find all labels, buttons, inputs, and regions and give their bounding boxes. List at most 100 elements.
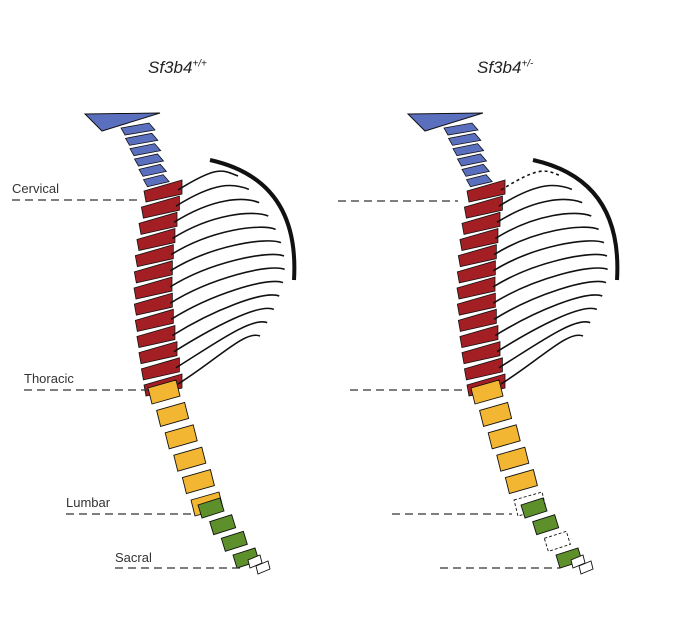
rib [171,294,280,337]
rib [170,280,284,321]
lumbar-vertebra [479,401,513,427]
mutant-title: Sf3b4+/- [477,58,533,78]
thoracic-vertebra [136,227,176,251]
thoracic-vertebra [457,244,497,268]
rib [169,267,285,304]
rib [498,184,573,207]
cervical-vertebra [124,132,159,146]
rib [494,294,603,337]
rib [177,334,261,385]
thoracic-vertebra [456,276,496,300]
rib [492,267,608,304]
label-sacral: Sacral [115,550,152,565]
cervical-vertebra [120,122,156,136]
wildtype-title: Sf3b4+/+ [148,58,207,78]
thoracic-vertebra [136,324,176,348]
rib [493,226,599,256]
cervical-vertebra [138,163,168,177]
skull [406,112,484,132]
lumbar-vertebra [487,424,521,450]
thoracic-vertebra [459,324,499,348]
rib [492,253,608,288]
wildtype-skeleton [83,112,297,575]
rib [500,334,584,385]
thoracic-vertebra [143,179,183,203]
thoracic-vertebra [140,357,180,381]
rib [175,184,250,207]
lumbar-vertebra [147,379,181,405]
rib [500,170,562,191]
cervical-vertebra [129,143,162,157]
cervical-vertebra [133,153,165,167]
cervical-vertebra [461,163,491,177]
lumbar-vertebra [164,424,198,450]
thoracic-vertebra [466,179,506,203]
rib [492,240,605,272]
thoracic-vertebra [461,341,501,365]
rib [169,253,285,288]
missing-sacral-vertebra [543,530,571,552]
thoracic-vertebra [456,292,496,316]
rib [177,170,239,191]
lumbar-vertebra [156,401,190,427]
caudal-vertebra [570,554,586,569]
sacral-vertebra [197,497,225,519]
rib [170,226,276,256]
thoracic-vertebra [457,308,497,332]
cervical-vertebra [456,153,488,167]
rib [173,198,260,224]
cervical-vertebra [142,174,170,188]
lumbar-vertebra [181,469,215,495]
rib [171,212,269,240]
lumbar-vertebra [504,469,538,495]
thoracic-vertebra [133,276,173,300]
thoracic-vertebra [459,227,499,251]
sternum [209,158,297,281]
skull [83,112,161,132]
sacral-vertebra [532,514,560,536]
thoracic-vertebra [134,308,174,332]
caudal-vertebra [247,554,263,569]
cervical-vertebra [452,143,485,157]
wildtype-superscript: +/+ [192,58,207,70]
mutant-superscript: +/- [521,58,534,70]
thoracic-vertebra [134,244,174,268]
region-guide-lines [12,199,560,569]
rib [496,198,583,224]
label-cervical: Cervical [12,181,59,196]
thoracic-vertebra [138,341,178,365]
mutant-skeleton [406,112,620,575]
lumbar-vertebra [470,379,504,405]
lumbar-vertebra [173,446,207,472]
sacral-vertebra [520,497,548,519]
rib [173,307,275,353]
thoracic-vertebra [456,260,496,284]
thoracic-vertebra [140,195,180,219]
thoracic-vertebra [133,292,173,316]
thoracic-vertebra [463,357,503,381]
thoracic-vertebra [138,211,178,235]
cervical-vertebra [443,122,479,136]
lumbar-vertebra [496,446,530,472]
sacral-vertebra [220,530,248,552]
rib [175,321,268,369]
cervical-vertebra [447,132,482,146]
caudal-vertebra [578,560,594,575]
rib [169,240,282,272]
cervical-vertebra [465,174,493,188]
thoracic-vertebra [133,260,173,284]
rib [493,280,607,321]
wildtype-genotype: Sf3b4 [148,58,193,77]
sternum [532,158,620,281]
label-lumbar: Lumbar [66,495,111,510]
caudal-vertebra [255,560,271,575]
sacral-vertebra [209,514,237,536]
mutant-genotype: Sf3b4 [477,58,522,77]
label-thoracic: Thoracic [24,371,74,386]
rib [498,321,591,369]
thoracic-vertebra [461,211,501,235]
rib [494,212,592,240]
rib [496,307,598,353]
